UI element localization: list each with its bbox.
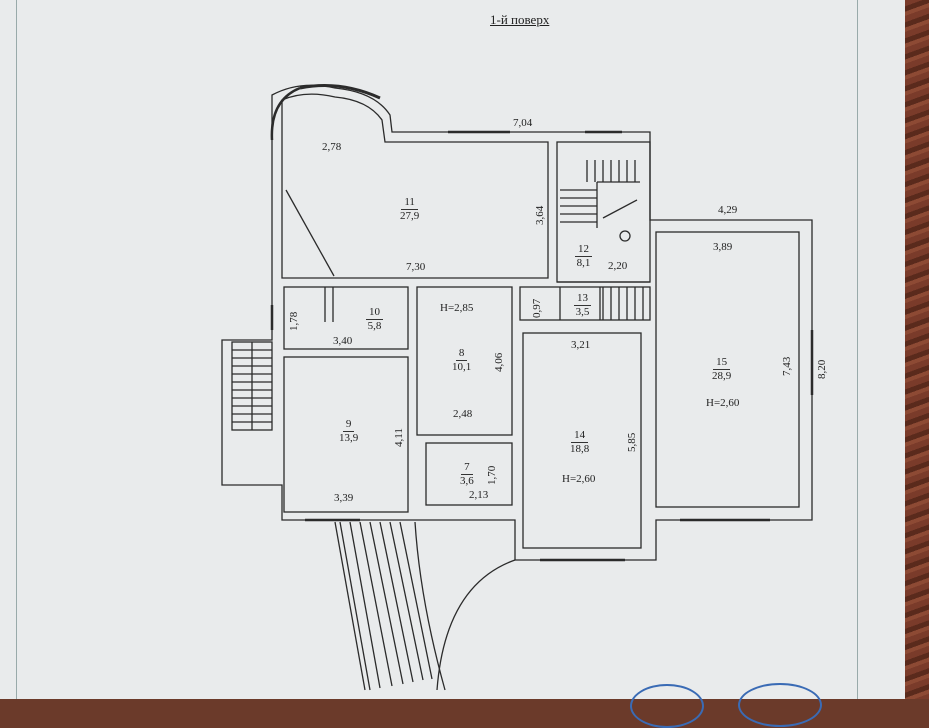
dim-label: 7,04 bbox=[513, 117, 533, 129]
dim-label: 2,78 bbox=[322, 141, 342, 153]
room-8-walls bbox=[416, 286, 513, 436]
room-7-walls bbox=[425, 442, 513, 506]
room-15-walls bbox=[655, 231, 800, 508]
bay-window bbox=[270, 86, 301, 141]
outer-wall bbox=[221, 84, 813, 561]
windows bbox=[270, 130, 814, 562]
room-13-walls bbox=[519, 286, 651, 321]
diagonal-line bbox=[285, 189, 335, 277]
dim-label: 4,06 bbox=[493, 352, 505, 372]
dim-label: 3,21 bbox=[571, 339, 591, 351]
dim-label: 2,13 bbox=[469, 489, 489, 501]
dim-label: 3,40 bbox=[333, 335, 353, 347]
dim-label: H=2,60 bbox=[706, 397, 740, 409]
stair-12 bbox=[560, 160, 638, 242]
room-9-walls bbox=[283, 356, 409, 513]
drawing-frame bbox=[16, 0, 858, 699]
dim-label: 7,30 bbox=[406, 261, 426, 273]
dim-label: 4,29 bbox=[718, 204, 738, 216]
bay-window-top bbox=[299, 84, 381, 100]
stamp-seal bbox=[738, 683, 822, 727]
dim-label: 2,20 bbox=[608, 260, 628, 272]
dim-label: 4,11 bbox=[393, 428, 405, 447]
outer-wall-inner bbox=[281, 93, 549, 279]
stamp-seal bbox=[630, 684, 704, 728]
dim-label: 3,39 bbox=[334, 492, 354, 504]
background-fabric bbox=[905, 0, 929, 699]
dim-label: 3,89 bbox=[713, 241, 733, 253]
room-10-walls bbox=[283, 286, 409, 350]
floor-title: 1-й поверх bbox=[490, 12, 550, 27]
dim-label: H=2,60 bbox=[562, 473, 596, 485]
room-14-walls bbox=[522, 332, 642, 549]
dim-label: 1,78 bbox=[288, 311, 300, 331]
dim-label: 5,85 bbox=[626, 432, 638, 452]
front-stairs bbox=[334, 521, 516, 691]
dim-label: 0,97 bbox=[531, 298, 543, 318]
dim-label: 3,64 bbox=[534, 205, 546, 225]
dim-label: 8,20 bbox=[816, 359, 828, 379]
dim-label: 1,70 bbox=[486, 465, 498, 485]
entry-stair bbox=[231, 341, 273, 431]
dim-label: 2,48 bbox=[453, 408, 473, 420]
paper-sheet bbox=[0, 0, 915, 699]
stair-13 bbox=[602, 287, 644, 320]
dim-label: 7,43 bbox=[781, 356, 793, 376]
dim-label: H=2,85 bbox=[440, 302, 474, 314]
floor-plan bbox=[221, 84, 814, 691]
